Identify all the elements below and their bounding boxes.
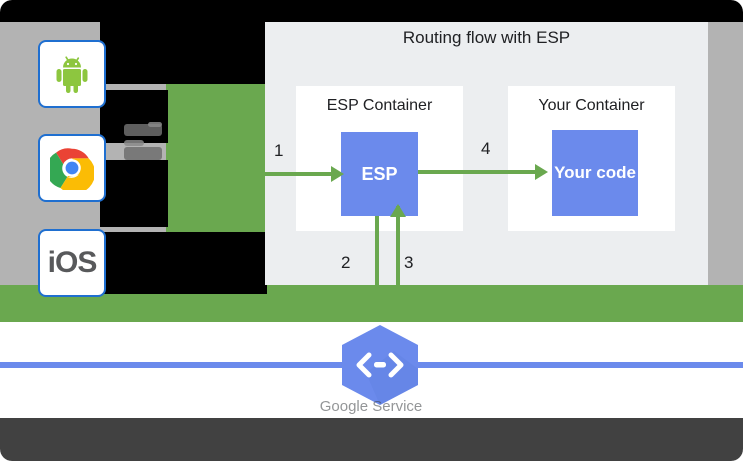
android-icon [56, 56, 88, 93]
client-tile-ios: iOS [38, 229, 106, 297]
blurred-text [148, 122, 162, 127]
service-logo [338, 324, 422, 406]
esp-container-label: ESP Container [326, 97, 433, 114]
arrow-1-line [263, 172, 331, 176]
blurred-text [124, 140, 144, 146]
ios-label: iOS [47, 246, 98, 279]
your-container-label: Your Container [538, 97, 645, 114]
redaction-block [100, 232, 267, 294]
arrow-4-head [535, 164, 548, 180]
step-number-3: 3 [404, 253, 414, 272]
blurred-text [124, 124, 162, 136]
green-stub-chrome [112, 174, 267, 177]
arrow-2-line [375, 216, 379, 314]
step-number-2: 2 [341, 253, 351, 272]
bottom-dark-bar [0, 418, 743, 461]
esp-node: ESP [341, 132, 418, 216]
redaction-block [100, 160, 168, 227]
page-title: Routing flow with ESP [402, 28, 571, 47]
arrow-3-line [396, 206, 400, 316]
arrow-4-line [418, 170, 535, 174]
client-tile-chrome [38, 134, 106, 202]
arrow-1-head [331, 166, 344, 182]
api-hexagon-icon [342, 325, 418, 405]
chrome-icon [50, 148, 94, 190]
service-caption-line-1: Google Service [319, 398, 423, 415]
step-number-1: 1 [274, 141, 284, 160]
step-number-4: 4 [481, 139, 491, 158]
arrow-3-head [390, 204, 406, 217]
your-code-node: Your code [552, 130, 638, 216]
client-tile-android [38, 40, 106, 108]
blurred-text [124, 147, 162, 160]
top-black-bar [0, 0, 743, 22]
redaction-block [168, 22, 267, 42]
